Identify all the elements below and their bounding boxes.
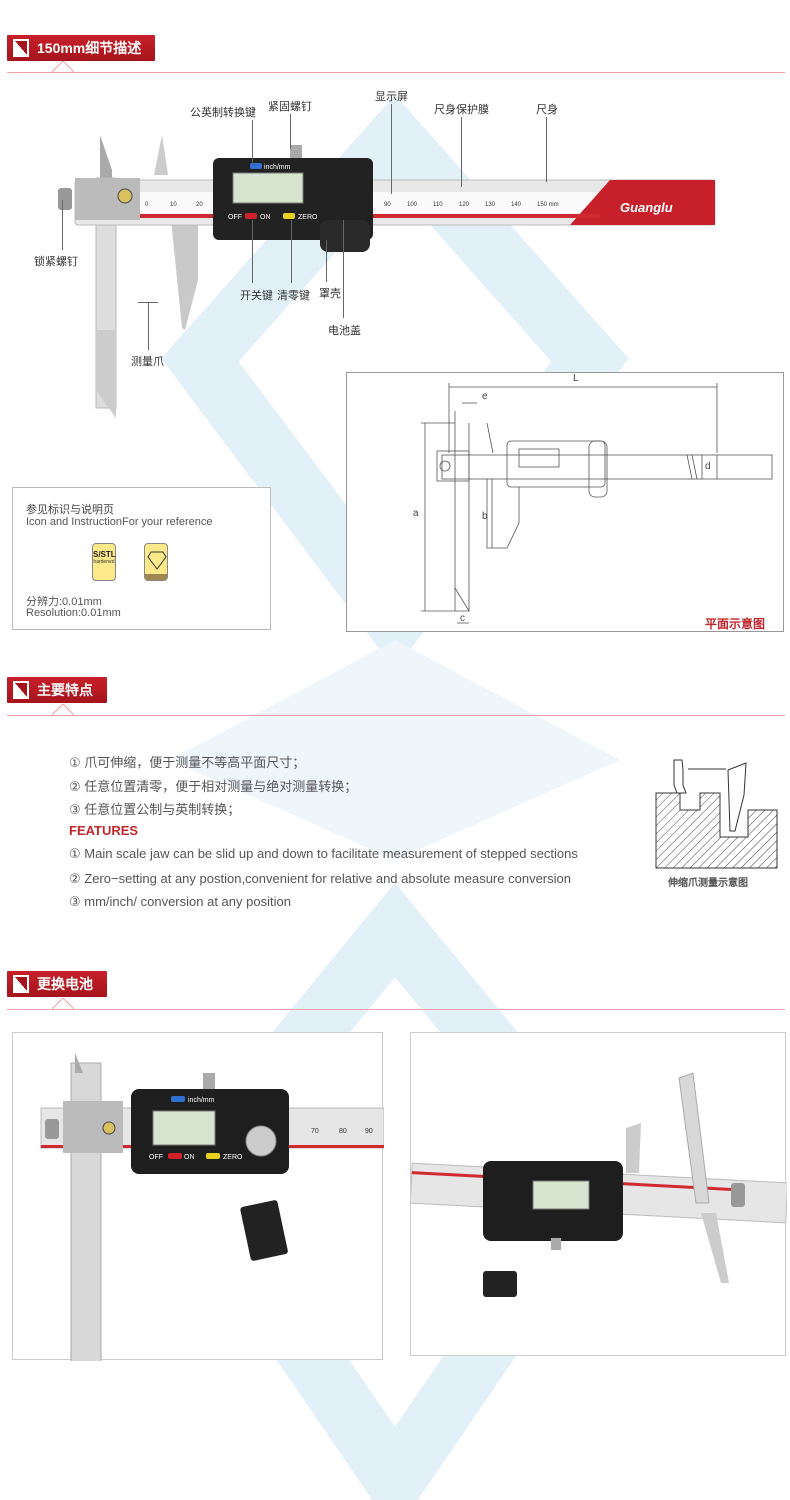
feature-en-2: ② Zero−setting at any postion,convenient… [69, 871, 571, 886]
scale-tick: 140 [511, 202, 522, 208]
feature-cn-3: ③ 任意位置公制与英制转换； [69, 802, 241, 817]
feature-en-3: ③ mm/inch/ conversion at any position [69, 894, 291, 909]
dim-b: b [482, 511, 488, 522]
notch-icon [52, 998, 74, 1010]
scale-tick: 100 [407, 202, 418, 208]
section-header-battery: 更换电池 [7, 971, 107, 997]
divider [7, 72, 785, 73]
scale-tick: 120 [459, 202, 470, 208]
section-header-features: 主要特点 [7, 677, 107, 703]
callout-body: 尺身 [536, 104, 558, 116]
info-title-en: Icon and InstructionFor your reference [26, 516, 213, 528]
callout-lock-screw: 锁紧螺钉 [34, 256, 78, 268]
scale-tick: 90 [384, 202, 391, 208]
brand-logo: Guanglu [620, 200, 673, 215]
scale-tick: 0 [145, 202, 149, 208]
section-header-detail: 150mm细节描述 [7, 35, 156, 61]
callout-protect-film: 尺身保护膜 [434, 104, 489, 116]
battery-photo-2 [410, 1032, 787, 1356]
callout-zero-key: 清零键 [277, 290, 310, 302]
resolution-en: Resolution:0.01mm [26, 607, 121, 619]
on-label: ON [184, 1154, 195, 1161]
scale-tick: 10 [170, 202, 177, 208]
scale-tick: 130 [485, 202, 496, 208]
section-title: 更换电池 [37, 976, 93, 992]
on-label: ON [260, 214, 271, 221]
dim-a: a [413, 508, 419, 519]
feature-en-1: ① Main scale jaw can be slid up and down… [69, 846, 578, 861]
caliper-photo: inch/mm OFF ON ZERO 0 10 20 90 100 110 1… [58, 135, 716, 418]
stepped-measure-figure [655, 759, 778, 869]
notch-icon [52, 704, 74, 716]
dim-L: L [573, 373, 579, 384]
section-icon [13, 681, 29, 699]
callout-battery-cover: 电池盖 [328, 325, 361, 337]
feature-cn-1: ① 爪可伸缩，便于测量不等高平面尺寸； [69, 755, 306, 770]
scale-tick: 150 mm [537, 202, 559, 208]
section-icon [13, 39, 29, 57]
figure-caption: 伸缩爪测量示意图 [668, 878, 748, 889]
off-label: OFF [149, 1154, 163, 1161]
callout-cover: 罩壳 [319, 288, 341, 300]
callout-jaw: 测量爪 [131, 356, 164, 368]
scale-tick: 110 [433, 202, 443, 208]
icon-reference-card: 参见标识与说明页 Icon and InstructionFor your re… [12, 487, 271, 630]
diamond-icon [144, 543, 168, 581]
zero-label: ZERO [223, 1154, 243, 1161]
scale-tick: 20 [196, 202, 203, 208]
feature-cn-2: ② 任意位置清零，便于相对测量与绝对测量转换； [69, 779, 358, 794]
zero-label: ZERO [298, 214, 318, 221]
scale-tick: 80 [339, 1128, 347, 1135]
dim-e: e [482, 391, 488, 402]
features-heading: FEATURES [69, 823, 139, 838]
divider [7, 715, 785, 716]
callout-fix-screw: 紧固螺钉 [268, 101, 312, 113]
plan-diagram: L e a b c d 平面示意图 [346, 372, 784, 632]
resolution-cn: 分辨力:0.01mm [26, 596, 102, 608]
info-title-cn: 参见标识与说明页 [26, 504, 114, 516]
diagram-caption: 平面示意图 [705, 617, 766, 631]
callout-power-key: 开关键 [240, 290, 273, 302]
scale-tick: 90 [365, 1128, 373, 1135]
section-title: 主要特点 [37, 682, 93, 698]
dim-c: c [460, 613, 465, 624]
section-icon [13, 975, 29, 993]
stainless-hardened-badge: S/STL hardened [92, 543, 116, 581]
battery-photo-1: inch/mm OFF ON ZERO 70 80 90 [12, 1032, 384, 1361]
unit-switch-label: inch/mm [188, 1097, 215, 1104]
notch-icon [52, 61, 74, 73]
section-title: 150mm细节描述 [37, 40, 142, 56]
callout-unit-switch: 公英制转换键 [190, 107, 256, 119]
scale-tick: 70 [311, 1128, 319, 1135]
off-label: OFF [228, 214, 242, 221]
callout-display: 显示屏 [375, 91, 408, 103]
unit-switch-label: inch/mm [264, 164, 291, 171]
dim-d: d [705, 461, 711, 472]
divider [7, 1009, 785, 1010]
